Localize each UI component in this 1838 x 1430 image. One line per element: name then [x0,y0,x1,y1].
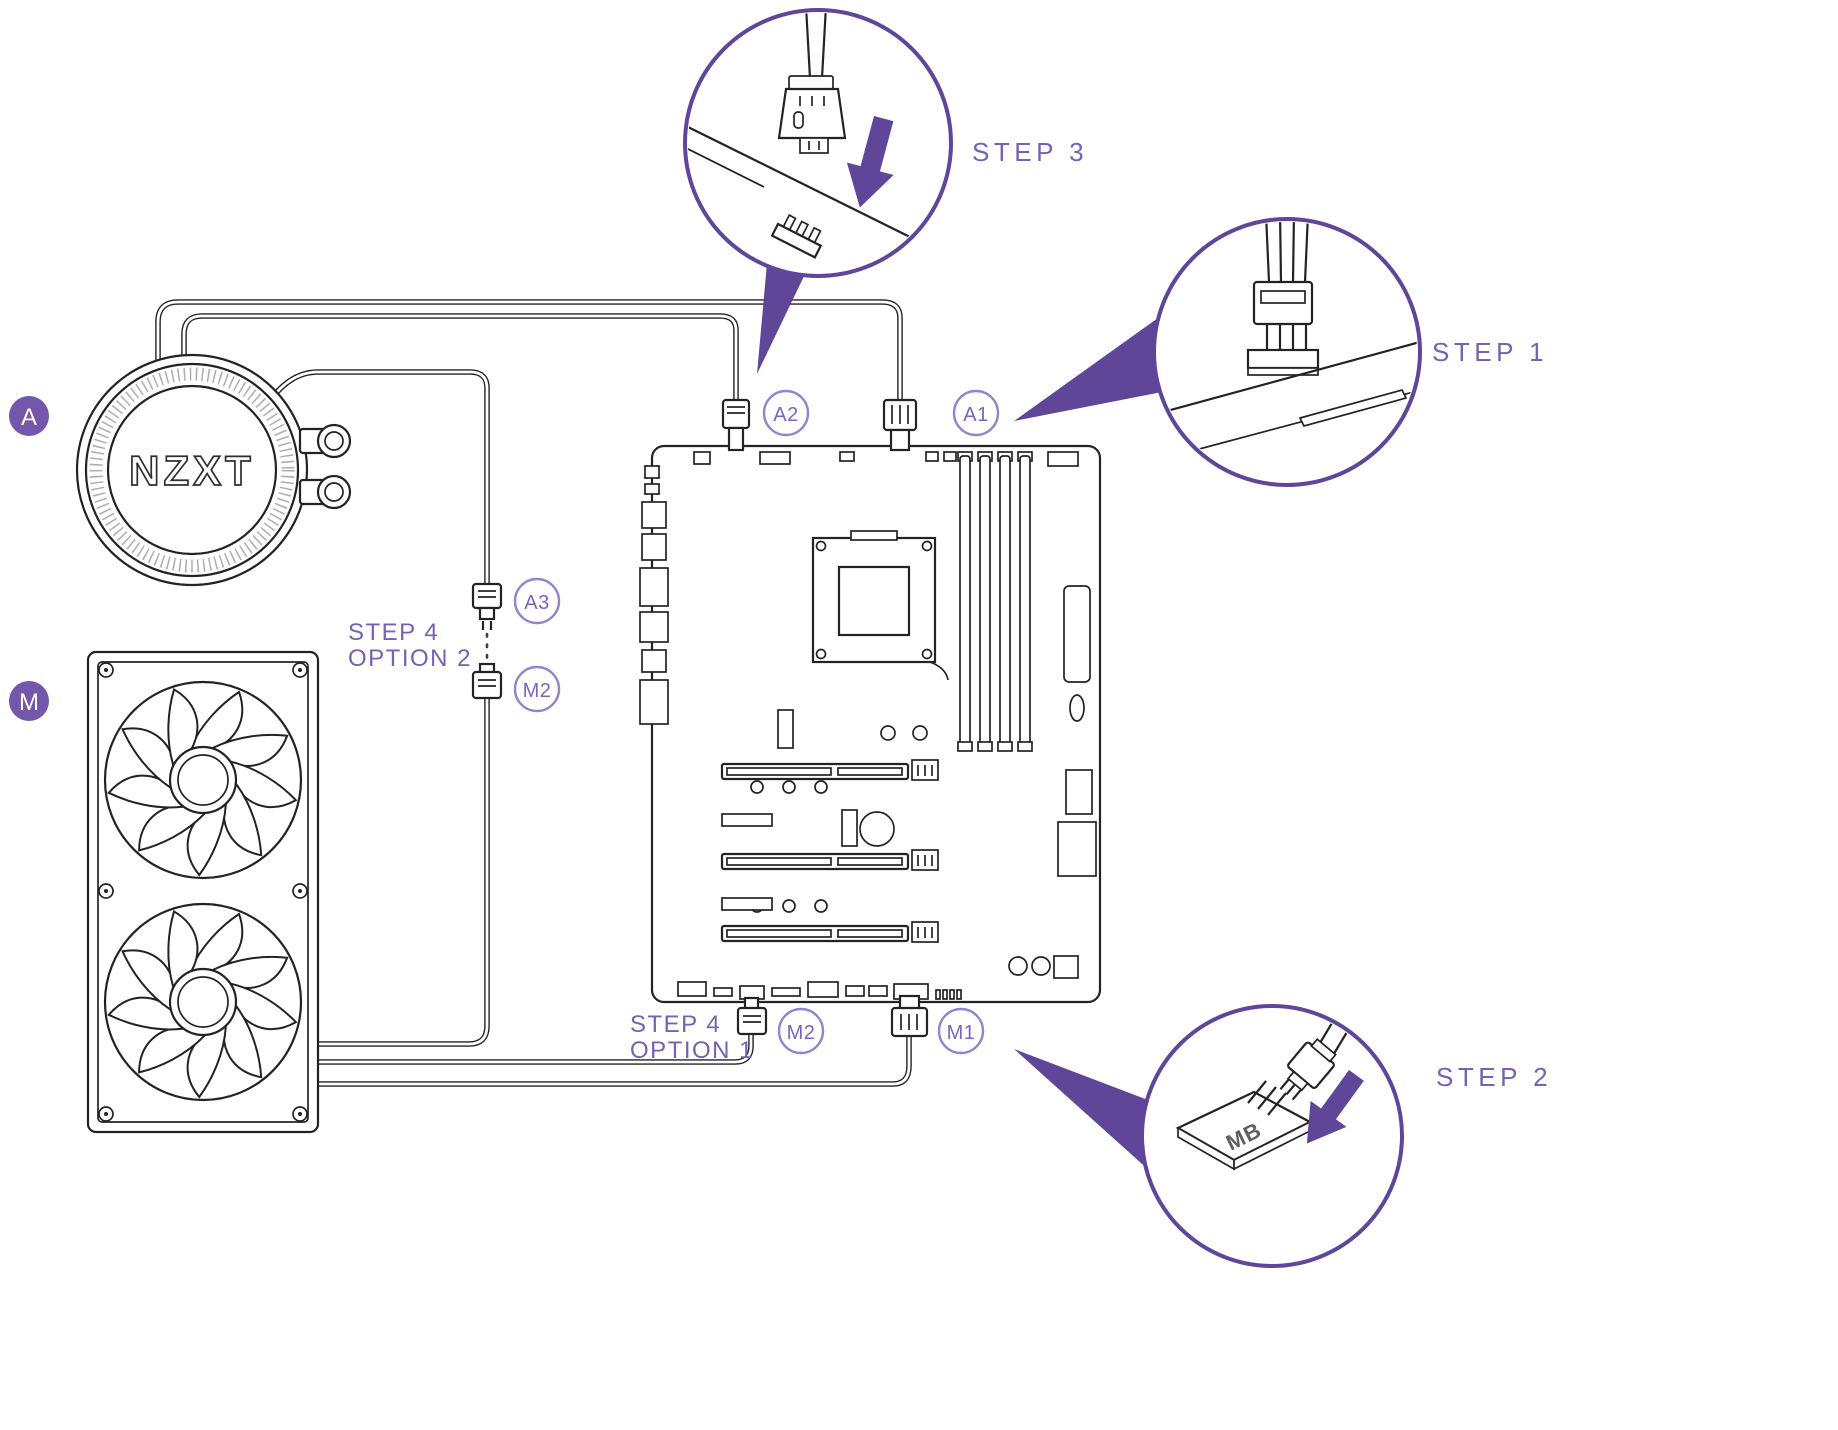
step4-option2-label: STEP 4 OPTION 2 [348,619,472,672]
cpu-socket [811,530,949,681]
pump-head: NZXT [75,353,352,587]
motherboard-mid-components [750,709,928,913]
radiator-fans [86,650,320,1134]
connector-m2-bottom-plug [736,996,768,1036]
fan-bottom-icon [103,902,303,1102]
cable-runs [155,299,912,1087]
usb-header-icon [770,213,823,259]
pump-brand-logo: NZXT [129,447,255,494]
step4-option1-label: STEP 4 OPTION 1 [630,1011,754,1064]
fan-top-icon [103,680,303,880]
callout-step2: MB [1140,1004,1404,1268]
svg-text:A3: A3 [524,592,549,614]
step3-pointer-wedge [757,252,806,374]
pcie-slots [720,759,939,943]
svg-text:M: M [19,689,39,716]
svg-text:OPTION 2: OPTION 2 [348,645,472,672]
connector-label-m2-bottom: M2 [777,1007,825,1055]
fans-badge: M [9,681,49,721]
motherboard-right-components [1057,585,1097,877]
svg-text:M2: M2 [787,1022,816,1044]
connector-label-m2-mid: M2 [513,665,561,713]
connector-m2-mid-plug [471,662,503,700]
callout-step1 [1152,217,1422,487]
cmos-battery [859,811,895,847]
tube-fittings [298,423,352,510]
connector-a3-plug [471,582,503,630]
callout-step3 [683,8,953,278]
connector-label-a3: A3 [513,577,561,625]
svg-text:STEP 4: STEP 4 [630,1011,721,1038]
svg-text:M1: M1 [947,1022,976,1044]
step1-label: STEP 1 [1432,337,1548,367]
svg-text:A1: A1 [963,404,988,426]
ram-slots [957,451,1033,752]
connector-a2-plug [721,398,751,452]
radiator-screws [98,662,308,1122]
connector-label-m1: M1 [937,1007,985,1055]
connector-label-a2: A2 [762,389,810,437]
step1-pointer-wedge [1014,318,1162,421]
pump-badge: A [9,396,49,436]
rear-io-ports [639,465,669,725]
step2-pointer-wedge [1014,1049,1151,1172]
svg-text:A2: A2 [773,404,798,426]
svg-text:OPTION 1: OPTION 1 [630,1037,754,1064]
step3-label: STEP 3 [972,137,1088,167]
connector-m1-plug [890,994,929,1038]
step2-label: STEP 2 [1436,1062,1552,1092]
svg-text:M2: M2 [523,680,552,702]
svg-text:STEP 4: STEP 4 [348,619,439,646]
motherboard-top-headers [693,451,1079,467]
svg-text:A: A [21,404,37,431]
connector-label-a1: A1 [952,389,1000,437]
connector-a1-plug [882,398,918,452]
pump-plug-icon [1279,1037,1337,1101]
motherboard [639,444,1102,1004]
fan-header-icon [1246,348,1320,370]
